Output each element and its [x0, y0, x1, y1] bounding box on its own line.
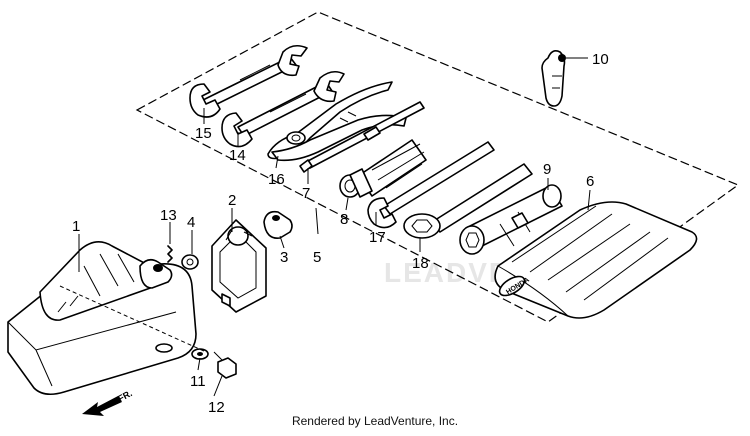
callout-11: 11 — [190, 373, 206, 390]
callout-5: 5 — [313, 249, 321, 266]
callout-12: 12 — [208, 399, 225, 416]
toolkit-boundary — [135, 11, 740, 323]
open-end-wrench-14 — [221, 70, 345, 148]
open-end-wrench-15 — [189, 44, 308, 118]
screwdriver-handle-8 — [339, 139, 427, 198]
callout-10: 10 — [592, 51, 609, 68]
callout-18: 18 — [412, 255, 429, 272]
credit-text: Rendered by LeadVenture, Inc. — [291, 414, 459, 428]
ring-wrench-18 — [403, 163, 533, 239]
screwdriver-blade-7 — [299, 101, 425, 173]
callout-6: 6 — [586, 173, 594, 190]
callout-3: 3 — [280, 249, 288, 266]
leader-lines — [59, 57, 591, 397]
callout-17: 17 — [369, 229, 386, 246]
callout-2: 2 — [228, 192, 236, 209]
callout-8: 8 — [340, 211, 348, 228]
front-direction-arrow: FR. — [82, 388, 134, 416]
callout-9: 9 — [543, 161, 551, 178]
washer-11 — [191, 348, 209, 360]
grommet-3 — [263, 210, 293, 239]
callout-4: 4 — [187, 214, 195, 231]
callout-1: 1 — [72, 218, 80, 235]
callout-13: 13 — [160, 207, 177, 224]
callout-15: 15 — [195, 125, 212, 142]
part-10 — [541, 50, 566, 107]
bracket-2 — [211, 219, 267, 313]
callout-16: 16 — [268, 171, 285, 188]
spanner-17 — [367, 141, 495, 229]
callout-7: 7 — [302, 185, 310, 202]
tool-bag-6: HONDA — [494, 201, 698, 319]
callout-14: 14 — [229, 147, 246, 164]
nut-4 — [181, 254, 199, 270]
tool-tray-1 — [7, 241, 197, 396]
tube-wrench-9 — [459, 184, 563, 255]
bolt-12 — [213, 351, 237, 379]
direction-label: FR. — [116, 388, 133, 404]
pin-13 — [167, 245, 173, 263]
